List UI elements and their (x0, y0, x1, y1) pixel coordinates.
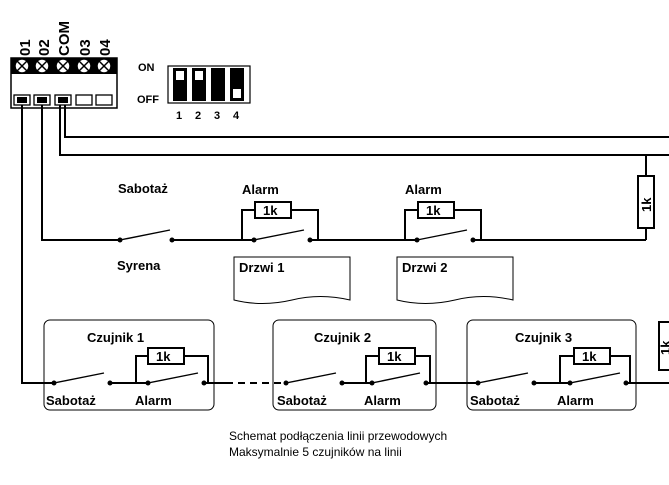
screw-01-icon (14, 58, 30, 74)
pin-label-02: 02 (36, 39, 53, 56)
right-resistor-1-value: 1k (639, 197, 654, 212)
upper-syrena-label: Syrena (117, 258, 161, 273)
door-2-resistor-value: 1k (426, 203, 441, 218)
sensor-2-title: Czujnik 2 (314, 330, 371, 345)
right-resistor-1: 1k (637, 155, 655, 240)
com-wire (59, 105, 669, 156)
sensor-3-title: Czujnik 3 (515, 330, 572, 345)
right-resistor-2-value: 1k (658, 340, 669, 355)
door-1-name: Drzwi 1 (239, 260, 285, 275)
sensor-1-sabotaz-label: Sabotaż (46, 393, 96, 408)
dip-on-label: ON (138, 62, 155, 74)
door-1-alarm-label: Alarm (242, 182, 279, 197)
sensor-3-box (466, 319, 637, 411)
dip-pos-1: 1 (176, 110, 182, 122)
door-1-resistor-value: 1k (263, 203, 278, 218)
dip-switch-4 (230, 68, 244, 101)
door-2-document (396, 256, 514, 304)
sensor-1-alarm-label: Alarm (135, 393, 172, 408)
dip-pos-4: 4 (233, 110, 240, 122)
sensor-2-resistor-value: 1k (387, 349, 402, 364)
upper-loop (41, 105, 646, 243)
dip-switch: ON OFF 1 2 3 4 (137, 62, 251, 122)
sensor-3-alarm-label: Alarm (557, 393, 594, 408)
sensor-2-box (272, 319, 437, 411)
pin-label-com: COM (56, 21, 73, 56)
sensor-2: Czujnik 2 1k Sabotaż Alarm (272, 319, 437, 411)
sensor-1-box (43, 319, 215, 411)
screw-03-icon (76, 58, 92, 74)
sensor-2-sabotaz-label: Sabotaż (277, 393, 327, 408)
screw-com-icon (55, 58, 71, 74)
pin-label-04: 04 (97, 39, 114, 56)
pin-label-03: 03 (77, 39, 94, 56)
pin-label-01: 01 (17, 39, 34, 56)
sensor-3: Czujnik 3 1k Sabotaż Alarm (466, 319, 637, 411)
right-resistor-2: 1k (658, 321, 669, 371)
door-2-name: Drzwi 2 (402, 260, 448, 275)
screw-02-icon (34, 58, 50, 74)
terminal-slots (13, 94, 113, 106)
dip-off-label: OFF (137, 94, 159, 106)
caption-line-1: Schemat podłączenia linii przewodowych (229, 429, 447, 443)
door-2-alarm-label: Alarm (405, 182, 442, 197)
door-1-document (233, 256, 351, 304)
upper-sabotaz-label: Sabotaż (118, 181, 168, 196)
dip-pos-3: 3 (214, 110, 220, 122)
door-1: Alarm 1k Drzwi 1 (233, 182, 351, 304)
sensor-1-title: Czujnik 1 (87, 330, 144, 345)
dip-switch-1 (173, 68, 187, 101)
sensor-1-resistor-value: 1k (156, 349, 171, 364)
screw-04-icon (96, 58, 112, 74)
door-2: Alarm 1k Drzwi 2 (396, 182, 514, 304)
sensor-2-alarm-label: Alarm (364, 393, 401, 408)
terminal-block: 01 02 COM 03 04 (10, 21, 118, 109)
sensor-1: Czujnik 1 1k Sabotaż Alarm (43, 319, 215, 411)
dip-pos-2: 2 (195, 110, 201, 122)
sensor-3-sabotaz-label: Sabotaż (470, 393, 520, 408)
caption-line-2: Maksymalnie 5 czujników na linii (229, 445, 402, 459)
sensor-3-resistor-value: 1k (582, 349, 597, 364)
dip-switch-3 (211, 68, 225, 101)
dip-switch-2 (192, 68, 206, 101)
